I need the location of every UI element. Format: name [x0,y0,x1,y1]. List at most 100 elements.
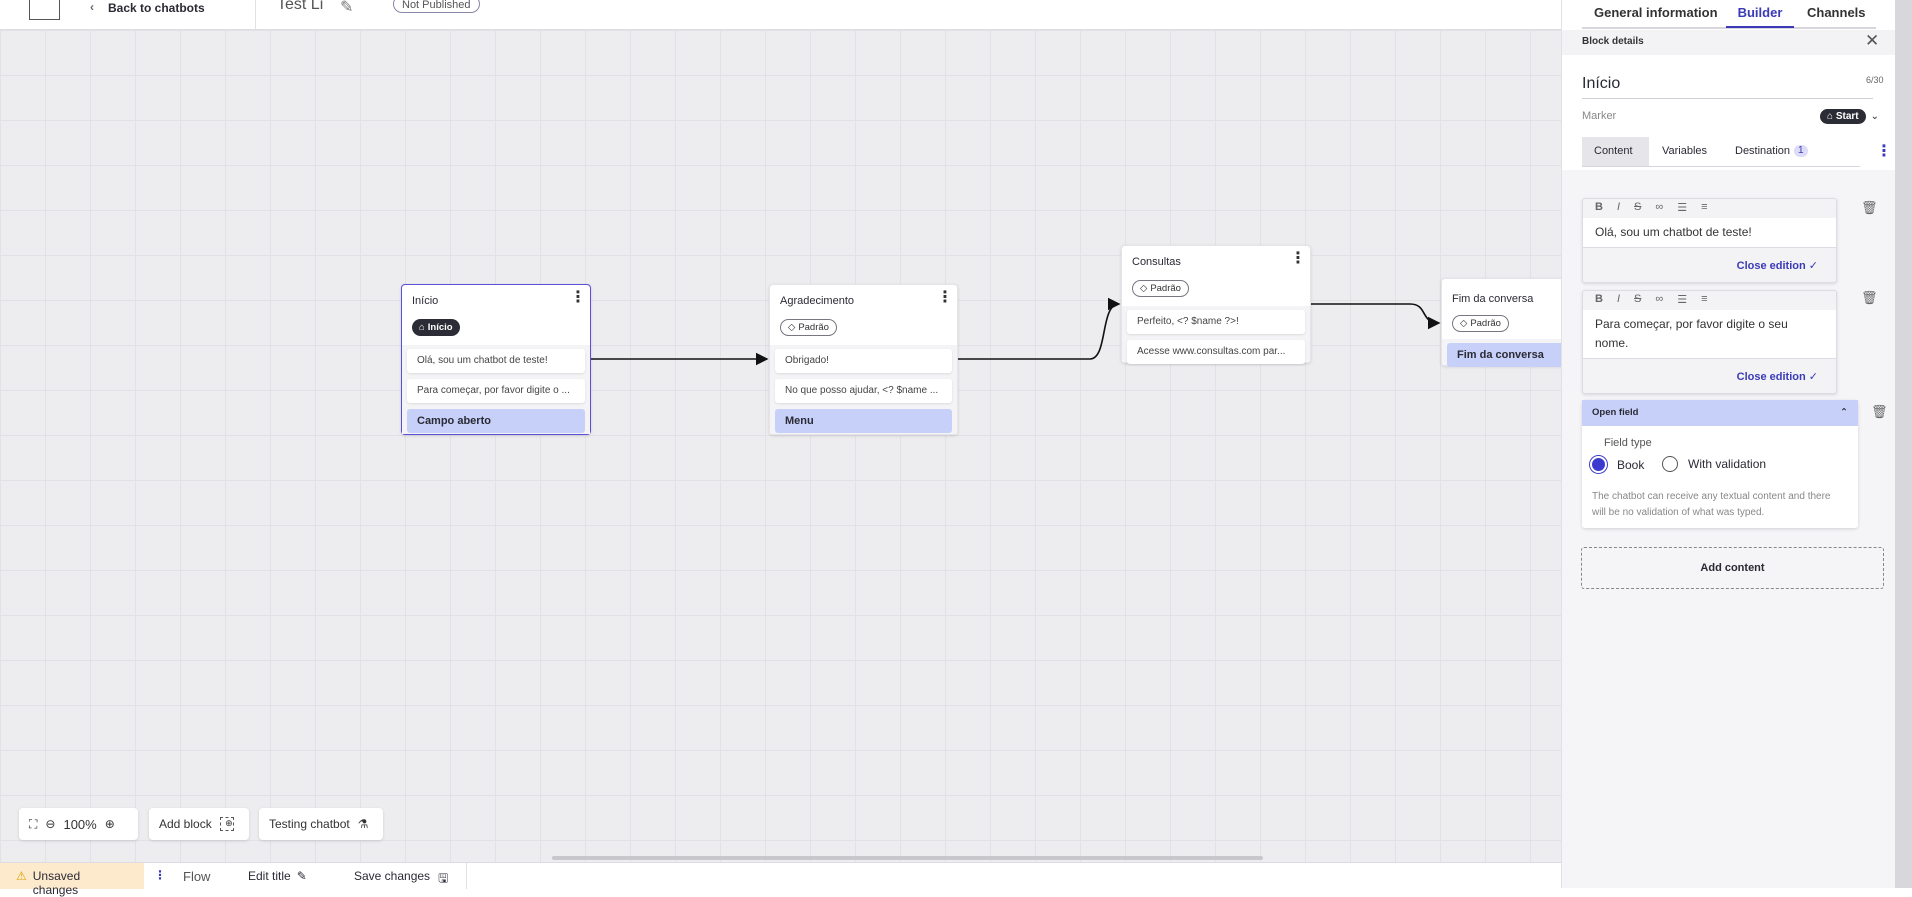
vertical-scrollbar[interactable] [1895,0,1912,888]
editor-text[interactable]: Olá, sou um chatbot de teste! [1583,218,1836,248]
tab-content[interactable]: Content [1582,137,1649,166]
numbered-list-icon[interactable]: ≡ [1701,293,1708,305]
formatting-toolbar: B I S ∞ ☰ ≡ [1583,199,1836,218]
top-bar: ‹ Back to chatbots Test Li ✎ Not Publish… [0,0,1561,30]
node-consultas[interactable]: Consultas ⋮ ◇Padrão Perfeito, <? $name ?… [1121,245,1311,364]
close-edition-button[interactable]: Close edition ✓ [1736,260,1818,272]
node-inicio[interactable]: Início ⋮ ⌂Início Olá, sou um chatbot de … [401,284,591,435]
bold-icon[interactable]: B [1595,201,1603,213]
trash-icon[interactable]: 🗑 [1861,200,1878,215]
divider [255,0,256,30]
add-block-icon: ⊕ [219,817,234,831]
trash-icon[interactable]: 🗑 [1861,290,1878,305]
close-edition-button[interactable]: Close edition ✓ [1736,371,1818,383]
marker-select[interactable]: ⌂ Start ⌄ [1820,109,1879,124]
node-menu-icon[interactable]: ⋮ [937,289,953,306]
edit-title-button[interactable]: Edit title✎ [248,869,307,883]
chevron-down-icon: ⌄ [1870,111,1880,122]
zoom-level: 100% [63,816,97,832]
node-item[interactable]: Acesse www.consultas.com par... [1127,340,1305,364]
link-icon[interactable]: ∞ [1655,201,1664,213]
divider [466,863,467,889]
tab-channels[interactable]: Channels [1807,5,1866,20]
edge-agradecimento-consultas [958,297,1121,360]
close-icon[interactable]: ✕ [1865,31,1880,50]
node-item[interactable]: Obrigado! [775,349,952,373]
pencil-icon: ✎ [296,869,307,883]
edit-title-pencil-icon[interactable]: ✎ [340,0,354,16]
flask-icon: ⚗ [357,817,369,831]
italic-icon[interactable]: I [1616,201,1621,213]
node-item[interactable]: Para começar, por favor digite o ... [407,379,585,403]
tab-builder[interactable]: Builder [1726,5,1794,28]
bullet-list-icon[interactable]: ☰ [1677,202,1688,214]
marker-badge: ◇Padrão [1452,315,1509,332]
add-content-button[interactable]: Add content [1581,547,1884,589]
formatting-toolbar: B I S ∞ ☰ ≡ [1583,291,1836,310]
node-footer[interactable]: Menu [775,409,952,433]
node-footer[interactable]: Campo aberto [407,409,585,433]
italic-icon[interactable]: I [1616,293,1621,305]
radio-with-validation[interactable]: With validation [1662,456,1766,472]
marker-badge: ◇Padrão [1132,280,1189,297]
bullet-list-icon[interactable]: ☰ [1677,294,1688,306]
testing-chatbot-button[interactable]: Testing chatbot⚗ [259,808,383,840]
logo-icon [29,0,60,20]
node-agradecimento[interactable]: Agradecimento ⋮ ◇Padrão Obrigado!No que … [769,284,958,435]
warning-icon: ⚠ [16,869,27,883]
marker-badge: ◇Padrão [780,319,837,336]
node-item[interactable]: Perfeito, <? $name ?>! [1127,310,1305,334]
more-options-icon[interactable]: ⋮ [154,868,166,882]
more-options-icon[interactable]: ⋮ [1876,143,1892,160]
flow-label: Flow [183,869,211,884]
save-icon: 🖫 [438,871,449,885]
numbered-list-icon[interactable]: ≡ [1701,201,1708,213]
block-details-header: Block details ✕ [1562,30,1896,55]
strikethrough-icon[interactable]: S [1634,201,1642,213]
bottom-bar: ⚠Unsaved changes ⋮ Flow Edit title✎ Save… [0,862,1561,897]
radio-selected-icon [1590,456,1607,473]
tag-icon: ◇ [1460,318,1468,329]
char-count: 6/30 [1866,75,1884,85]
home-icon: ⌂ [1827,111,1836,122]
content-area: B I S ∞ ☰ ≡ Olá, sou um chatbot de teste! Clo… [1562,170,1896,888]
open-field-card: Open field⌃ Field type Book With validat… [1582,400,1858,528]
bold-icon[interactable]: B [1595,293,1603,305]
node-menu-icon[interactable]: ⋮ [1290,250,1306,267]
flow-canvas[interactable]: Início ⋮ ⌂Início Olá, sou um chatbot de … [0,30,1601,862]
fit-screen-icon[interactable]: ⛶ [29,816,38,831]
zoom-in-icon[interactable]: ⊕ [104,817,115,831]
block-name-input[interactable]: Início [1582,75,1873,99]
status-badge: Not Published [393,0,480,13]
zoom-controls: ⛶ ⊖ 100% ⊕ [19,808,138,840]
chevron-up-icon: ⌃ [1840,407,1848,418]
trash-icon[interactable]: 🗑 [1871,404,1888,419]
radio-book[interactable]: Book [1590,456,1644,473]
save-changes-button[interactable]: Save changes🖫 [354,869,448,890]
home-icon: ⌂ [419,322,425,333]
marker-badge: ⌂Início [412,319,460,336]
add-block-button[interactable]: Add block⊕ [149,808,249,840]
zoom-out-icon[interactable]: ⊖ [45,817,56,831]
radio-unselected-icon [1662,456,1678,472]
open-field-header[interactable]: Open field⌃ [1582,400,1858,426]
chatbot-title: Test Li [277,0,324,13]
block-details-panel: General information Builder Channels Blo… [1561,0,1896,888]
tab-variables[interactable]: Variables [1662,145,1708,157]
node-menu-icon[interactable]: ⋮ [570,289,586,306]
link-icon[interactable]: ∞ [1655,293,1664,305]
unsaved-changes-status: ⚠Unsaved changes [0,863,144,897]
editor-text[interactable]: Para começar, por favor digite o seu nom… [1583,310,1836,359]
edge-consultas-fim [1311,303,1441,330]
text-editor[interactable]: B I S ∞ ☰ ≡ Para começar, por favor digite o … [1582,290,1837,394]
node-item[interactable]: Olá, sou um chatbot de teste! [407,349,585,373]
strikethrough-icon[interactable]: S [1634,293,1642,305]
node-item[interactable]: No que posso ajudar, <? $name ... [775,379,952,403]
back-to-chatbots-link[interactable]: ‹ Back to chatbots [90,0,205,15]
edges [591,297,1441,366]
tag-icon: ◇ [788,322,796,333]
tab-general-information[interactable]: General information [1594,5,1718,20]
horizontal-scrollbar[interactable] [552,856,1263,860]
text-editor[interactable]: B I S ∞ ☰ ≡ Olá, sou um chatbot de teste! Clo… [1582,198,1837,283]
